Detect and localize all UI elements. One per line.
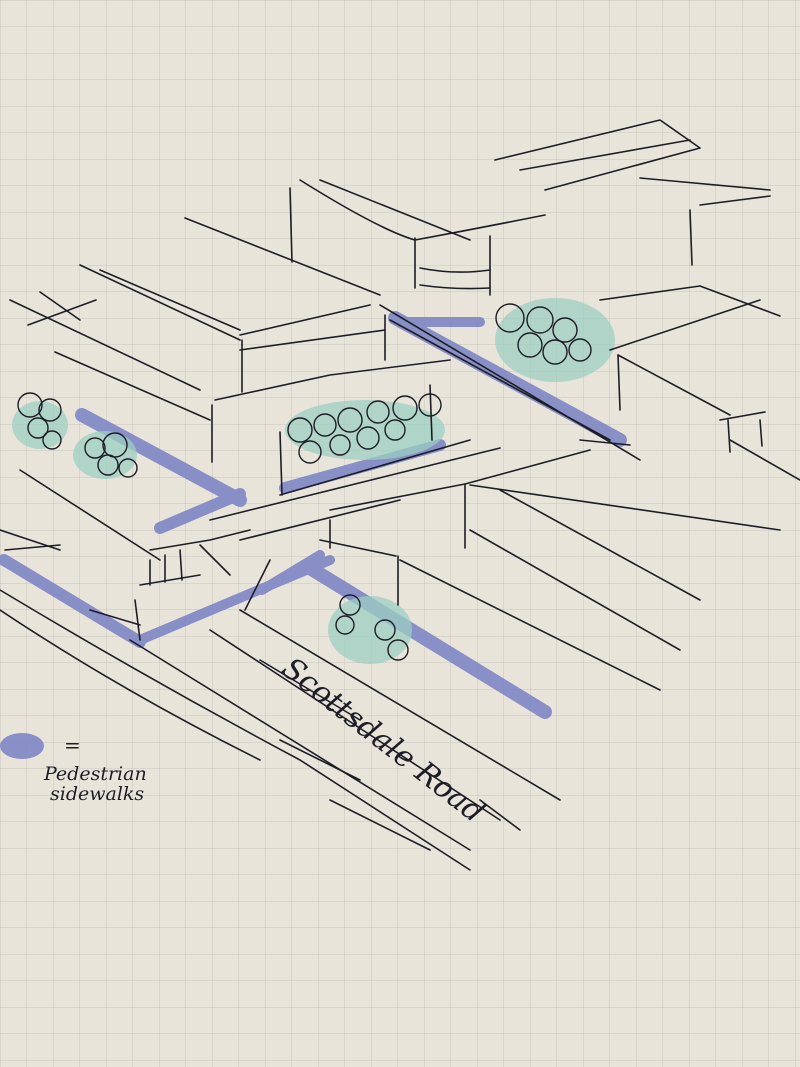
legend-symbol: = (64, 733, 81, 757)
legend-swatch (0, 733, 44, 759)
legend-label-line1: Pedestrian (43, 763, 147, 785)
legend-label-line2: sidewalks (50, 783, 144, 805)
